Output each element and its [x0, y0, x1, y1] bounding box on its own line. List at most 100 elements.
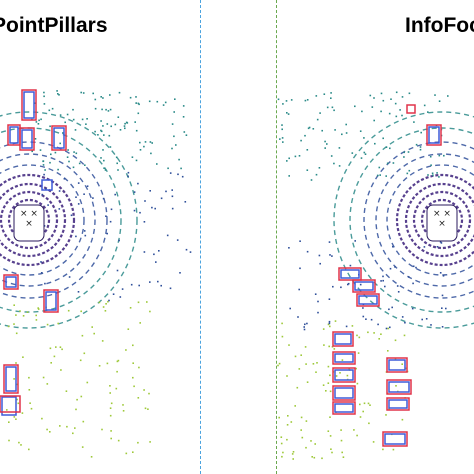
lidar-point	[427, 174, 429, 176]
lidar-point	[359, 403, 361, 406]
lidar-point	[116, 162, 118, 165]
lidar-point	[319, 262, 321, 265]
lidar-point	[392, 162, 395, 164]
lidar-point	[346, 374, 349, 377]
lidar-point	[305, 363, 307, 365]
lidar-point	[278, 362, 281, 365]
lidar-point	[102, 125, 104, 127]
lidar-point	[157, 280, 159, 283]
lidar-point	[148, 392, 150, 395]
scan-ring	[0, 153, 96, 287]
lidar-point	[286, 112, 288, 114]
lidar-point	[39, 149, 42, 151]
lidar-point	[279, 138, 281, 140]
lidar-point	[70, 214, 73, 217]
lidar-point	[149, 310, 151, 313]
lidar-point	[401, 316, 404, 318]
detection-box-blue	[5, 366, 17, 392]
lidar-point	[388, 308, 390, 311]
lidar-point	[314, 293, 317, 295]
lidar-point	[345, 325, 348, 328]
lidar-point	[401, 418, 404, 421]
lidar-point	[175, 144, 177, 146]
lidar-point	[46, 323, 49, 326]
lidar-point	[143, 145, 145, 148]
detection-box-red	[332, 331, 354, 347]
lidar-point	[164, 101, 167, 104]
lidar-point	[277, 364, 279, 367]
lidar-point	[333, 348, 336, 350]
lidar-point	[392, 245, 394, 248]
lidar-point	[440, 242, 443, 244]
lidar-point	[306, 250, 309, 253]
lidar-point	[149, 141, 152, 143]
lidar-point	[301, 436, 304, 439]
lidar-point	[340, 429, 342, 431]
lidar-point	[331, 451, 333, 454]
lidar-point	[58, 94, 60, 96]
lidar-point	[130, 283, 133, 286]
lidar-point	[76, 398, 78, 401]
lidar-point	[81, 446, 84, 448]
lidar-point	[86, 118, 88, 120]
lidar-point	[13, 304, 15, 306]
lidar-point	[406, 172, 409, 175]
lidar-point	[58, 208, 61, 210]
lidar-point	[138, 366, 140, 369]
lidar-point	[103, 167, 105, 169]
lidar-point	[438, 100, 441, 102]
detection-box-blue	[428, 126, 440, 144]
lidar-point	[363, 402, 366, 405]
lidar-point	[292, 458, 294, 460]
lidar-point	[139, 211, 141, 214]
lidar-point	[109, 108, 112, 111]
lidar-point	[156, 100, 159, 103]
lidar-point	[162, 104, 165, 106]
lidar-point	[59, 114, 62, 116]
lidar-point	[300, 429, 302, 431]
lidar-point	[139, 141, 141, 144]
lidar-point	[394, 266, 396, 268]
lidar-point	[325, 390, 327, 392]
lidar-point	[45, 188, 47, 190]
lidar-point	[430, 324, 432, 326]
lidar-point	[354, 240, 356, 242]
lidar-point	[189, 251, 192, 253]
lidar-point	[359, 130, 362, 132]
lidar-point	[401, 114, 403, 117]
lidar-point	[13, 323, 15, 325]
detection-box-blue	[334, 387, 354, 399]
lidar-scene-infofocus: × × ×	[277, 91, 474, 460]
lidar-point	[37, 307, 39, 309]
lidar-point	[107, 300, 109, 303]
lidar-point	[139, 322, 141, 324]
detection-box-blue	[388, 381, 410, 393]
lidar-point	[365, 318, 367, 320]
lidar-point	[431, 172, 434, 175]
lidar-point	[73, 151, 75, 153]
detection-box-red	[356, 293, 380, 307]
lidar-point	[180, 167, 182, 170]
lidar-point	[109, 385, 111, 387]
lidar-point	[420, 131, 422, 134]
lidar-point	[116, 269, 119, 272]
lidar-point	[304, 134, 306, 137]
scan-ring	[0, 173, 76, 267]
lidar-point	[137, 301, 140, 304]
lidar-point	[308, 126, 311, 129]
lidar-point	[384, 285, 386, 288]
lidar-point	[144, 141, 147, 143]
lidar-point	[49, 347, 52, 350]
lidar-point	[389, 326, 391, 329]
lidar-point	[290, 421, 293, 423]
lidar-point	[75, 196, 77, 198]
lidar-point	[408, 169, 411, 172]
lidar-point	[98, 301, 101, 304]
lidar-point	[430, 164, 432, 166]
scan-ring	[412, 190, 472, 250]
detection-box-blue	[388, 399, 408, 409]
lidar-point	[46, 428, 48, 431]
lidar-point	[17, 402, 20, 405]
lidar-point	[104, 169, 107, 171]
lidar-point	[304, 99, 307, 102]
